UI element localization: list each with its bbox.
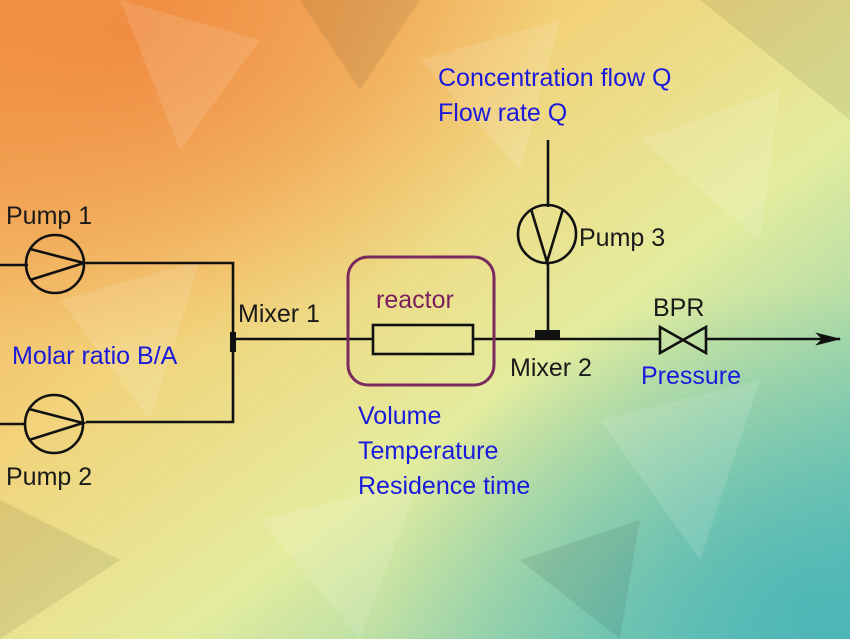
pump2-label: Pump 2 [6,463,92,491]
pump1-label: Pump 1 [6,202,92,230]
bpr-valve-symbol [658,324,708,356]
molar-ratio-parameter: Molar ratio B/A [12,342,178,370]
pump3-symbol [516,203,578,267]
pressure-parameter: Pressure [641,362,741,390]
flow-rate-parameter: Flow rate Q [438,99,567,127]
residence-time-parameter: Residence time [358,472,530,500]
volume-parameter: Volume [358,402,441,430]
pump2-symbol [23,393,88,455]
mixer2-label: Mixer 2 [510,354,592,382]
reactor-tube [371,323,475,356]
temperature-parameter: Temperature [358,437,498,465]
concentration-flow-parameter: Concentration flow Q [438,64,671,92]
pump3-label: Pump 3 [579,224,665,252]
reactor-frame [346,255,496,387]
reactor-label: reactor [376,286,454,314]
pump1-symbol [24,233,89,295]
mixer1-label: Mixer 1 [238,300,320,328]
low-poly-facets [60,0,780,639]
mixer1-symbol [230,332,236,352]
bpr-label: BPR [653,294,704,322]
mixer2-symbol [535,330,560,338]
